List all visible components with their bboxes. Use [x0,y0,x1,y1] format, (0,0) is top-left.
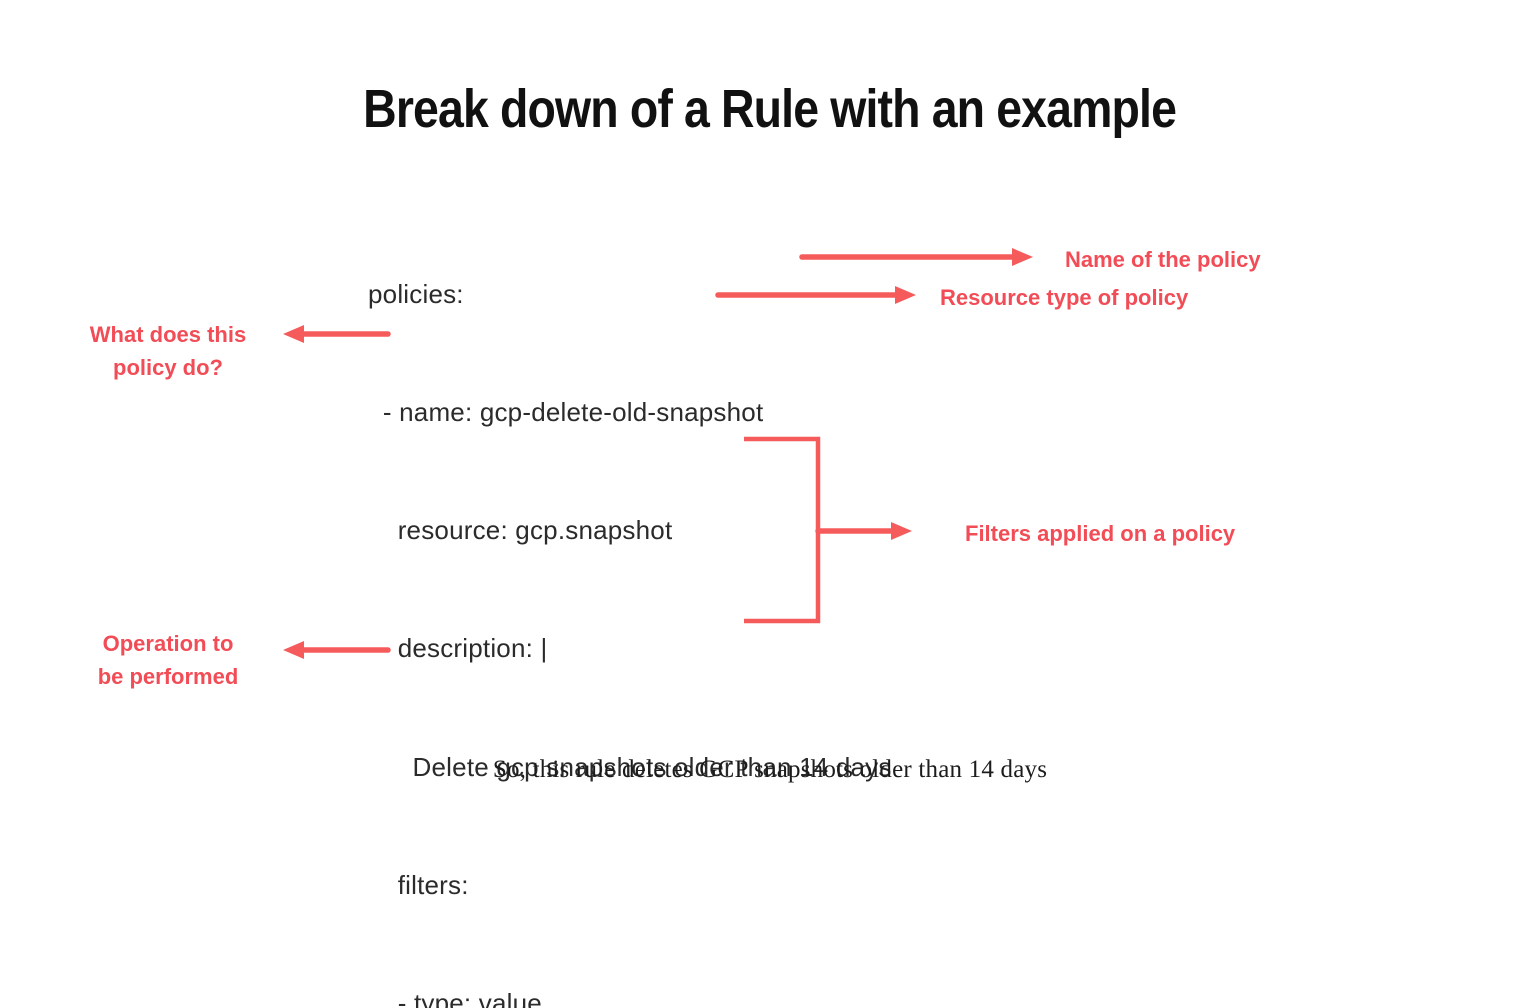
code-line: description: | [368,633,548,664]
yaml-code-block: policies: - name: gcp-delete-old-snapsho… [368,196,892,1008]
actions-annotation-line: Operation to [102,631,234,656]
actions-annotation-line: be performed [97,664,239,689]
description-annotation-label: What does this policy do? [60,318,276,384]
summary-caption: So, this rule deletes GCP snapshots olde… [492,756,1048,783]
filters-annotation-label: Filters applied on a policy [965,521,1236,546]
actions-annotation-label: Operation to be performed [60,627,276,693]
page-title-text: Break down of a Rule with an example [363,79,1178,139]
code-line: Delete gcp snapshots older than 14 days [368,751,892,782]
code-line: policies: [368,278,464,309]
name-annotation-label: Name of the policy [1065,247,1261,272]
code-line: - type: value [368,988,542,1008]
description-annotation-line: policy do? [113,355,223,380]
code-line: resource: gcp.snapshot [368,515,673,546]
resource-annotation-label: Resource type of policy [940,285,1189,310]
page-title: Break down of a Rule with an example [0,78,1540,140]
description-annotation-line: What does this [89,322,247,347]
code-line: filters: [368,869,469,900]
code-line: - name: gcp-delete-old-snapshot [368,397,764,428]
